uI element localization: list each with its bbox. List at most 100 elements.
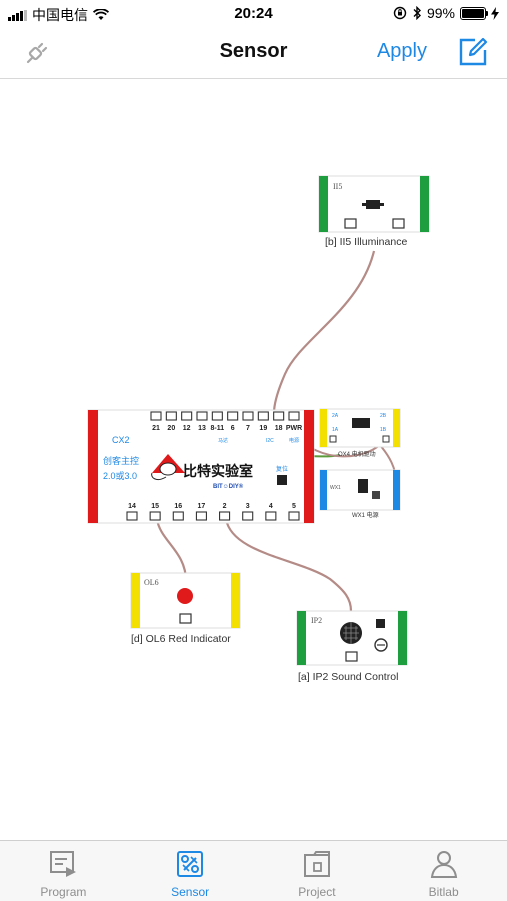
ii5-port [344,218,357,229]
module-ol6[interactable]: OL6 [130,572,241,629]
board-port[interactable] [165,411,177,421]
module-ox4[interactable]: 2A 2B 1A 1B OX4 电机驱动 [319,408,401,458]
wiring-diagram: II5 2A 2B 1A 1B OX4 电机驱动 WX1 [87,175,430,666]
ol6-label: [d] OL6 Red Indicator [131,633,231,645]
bluetooth-icon [413,6,421,20]
status-time: 20:24 [234,5,273,22]
board-sublabel: I2C [266,438,274,444]
board-pin-label: 2 [223,503,227,510]
board-port[interactable] [150,411,162,421]
ip2-code: IP2 [311,616,322,625]
board-port[interactable] [195,511,207,521]
ip2-port [345,651,358,662]
ip2-label: [a] IP2 Sound Control [298,671,399,683]
tab-project[interactable]: Project [254,841,381,901]
carrier-name: 中国电信 [32,7,88,23]
board-port[interactable] [172,511,184,521]
board-port[interactable] [227,411,239,421]
wire-ip2-to-board[interactable] [224,518,353,612]
module-ii5[interactable]: II5 [318,175,430,233]
module-wx1[interactable]: WX1 WX1 电源 [319,469,401,519]
page-title: Sensor [219,40,288,62]
tab-label: Program [40,885,87,899]
wifi-icon [93,9,109,20]
ii5-code: II5 [333,182,342,191]
board-port[interactable] [288,511,300,521]
wx1-label: WX1 电源 [352,511,379,519]
board-pin-label: 21 [152,425,160,432]
plug-disconnect-icon[interactable] [22,38,52,68]
board-pin-label: 14 [128,503,136,510]
ox4-pin-label: 1A [332,427,339,433]
wx1-switch [358,479,368,493]
program-icon [50,851,77,877]
module-ip2[interactable]: IP2 [296,610,408,666]
tab-program[interactable]: Program [0,841,127,901]
board-port[interactable] [242,511,254,521]
wire-ol6-to-board[interactable] [155,518,188,582]
navigation-bar: Sensor Apply [0,28,507,79]
ol6-port [179,613,192,624]
charging-bolt-icon [491,6,499,20]
board-port[interactable] [181,411,193,421]
board-pin-label: PWR [286,425,302,432]
reset-button[interactable] [277,475,287,485]
board-pin-label: 20 [167,425,175,432]
project-icon [303,851,330,877]
board-sublabel: 电源 [289,437,299,444]
board-pin-label: 19 [259,425,267,432]
bitlab-person-icon [430,851,457,878]
ox4-label: OX4 电机驱动 [338,450,376,458]
tab-label: Sensor [171,885,210,899]
board-port[interactable] [242,411,254,421]
apply-button[interactable]: Apply [376,40,427,62]
board-port[interactable] [219,511,231,521]
board-port[interactable] [257,411,269,421]
board-pin-label: 13 [198,425,206,432]
board-pin-label: 4 [269,503,273,510]
brand-chinese: 比特实验室 [183,463,253,479]
board-pin-label: 18 [275,425,283,432]
board-port[interactable] [265,511,277,521]
signal-strength-icon [8,9,27,21]
tab-sensor[interactable]: Sensor [127,841,254,901]
board-port[interactable] [288,411,300,421]
battery-icon [460,6,488,20]
board-port[interactable] [126,511,138,521]
battery-percent: 99% [426,5,455,21]
wire-ii5-to-board[interactable] [272,250,376,414]
ox4-pin-label: 1B [380,427,387,433]
board-port[interactable] [149,511,161,521]
edit-icon[interactable] [457,36,489,68]
orientation-lock-icon [393,6,407,20]
board-subtitle: 创客主控 [103,455,139,466]
wx1-code: WX1 [330,485,341,491]
board-name: CX2 [112,435,130,445]
sensor-canvas: II5 2A 2B 1A 1B OX4 电机驱动 WX1 [0,79,507,839]
ox4-pin-label: 2B [380,413,387,419]
status-bar: 中国电信 20:24 99% [0,0,507,28]
ip2-microphone [340,622,362,644]
board-pin-label: 12 [183,425,191,432]
tab-bitlab[interactable]: Bitlab [380,841,507,901]
board-pin-label: 17 [198,503,206,510]
sensor-icon [177,851,204,877]
board-sublabel: 马达 [218,437,228,444]
board-port[interactable] [211,411,223,421]
ii5-label: [b] II5 Illuminance [325,236,408,248]
board-port[interactable] [196,411,208,421]
board-pin-label: 16 [174,503,182,510]
ol6-code: OL6 [144,578,159,587]
ii5-port [392,218,405,229]
ox4-chip [352,418,370,428]
board-pin-label: 5 [292,503,296,510]
board-port[interactable] [273,411,285,421]
brand-english: BIT☺DIY® [213,483,244,490]
tab-bar: Program Sensor Project Bitlab [0,840,507,901]
ol6-red-led [177,588,193,604]
ox4-pin-label: 2A [332,413,339,419]
board-version: 2.0或3.0 [103,470,137,481]
